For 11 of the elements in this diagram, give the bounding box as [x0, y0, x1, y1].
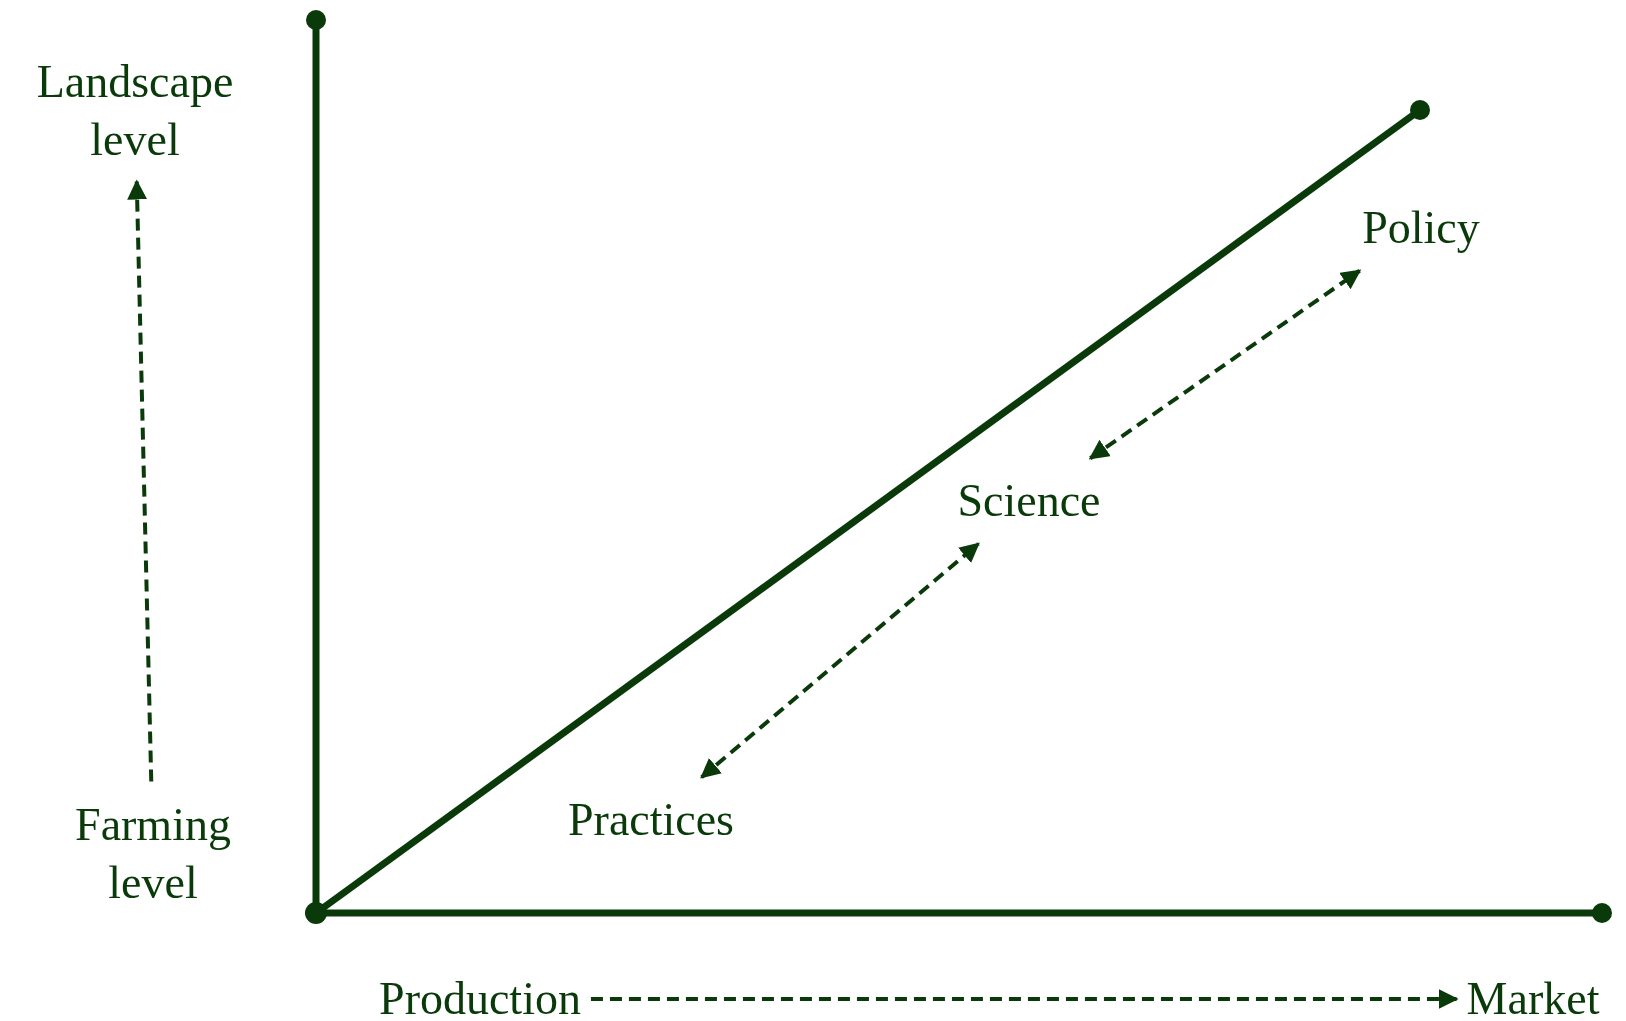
dashed-arrow: [590, 989, 1459, 1009]
node-label: Policy: [1362, 201, 1480, 256]
node-label: Practices: [568, 793, 734, 848]
node-label: Science: [957, 474, 1101, 529]
axis-label: Landscape level: [35, 54, 235, 166]
dashed-arrow: [700, 542, 980, 779]
axis-label: Market: [1466, 972, 1600, 1021]
dashed-arrow: [127, 179, 154, 782]
axis-label: Production: [379, 972, 581, 1021]
dashed-arrow: [1088, 269, 1362, 460]
axis-label: Farming level: [74, 797, 232, 909]
